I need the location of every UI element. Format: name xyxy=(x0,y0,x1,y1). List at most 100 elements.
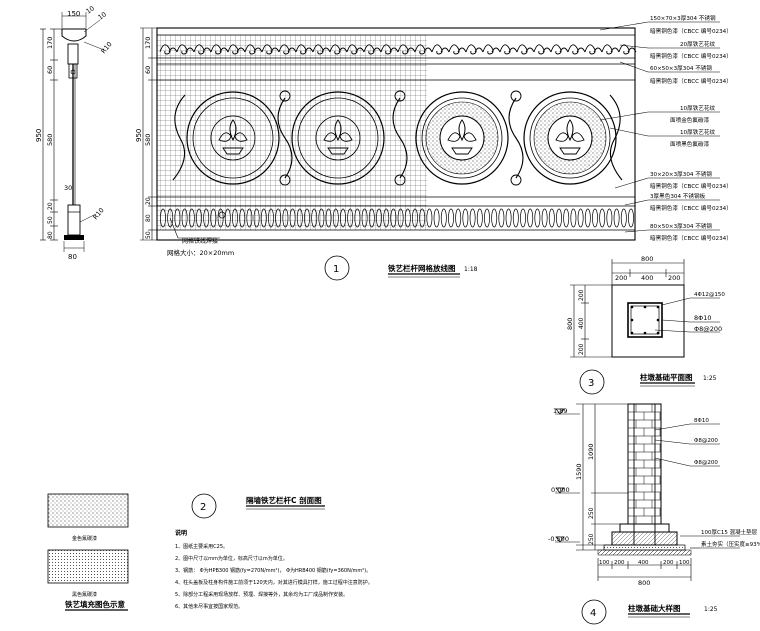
scroll-ornament xyxy=(440,47,450,53)
scroll-ornament xyxy=(576,47,586,53)
connector-curl xyxy=(510,90,522,102)
plan-number: 3 xyxy=(588,378,594,389)
baluster-oval xyxy=(469,208,476,228)
baluster-oval xyxy=(383,208,390,228)
section-number: 4 xyxy=(590,608,596,619)
medallion-ring xyxy=(192,97,274,179)
end-scroll xyxy=(609,94,623,181)
scroll-ornament xyxy=(499,44,511,55)
note-line-6: 6、其他未尽事宜按国家规范。 xyxy=(175,603,243,610)
legend-title: 铁艺填充图色示意 xyxy=(65,599,125,609)
mesh-size: 网格大小：20×20mm xyxy=(167,248,234,257)
baluster-oval xyxy=(361,208,368,228)
callout-7-color: 暗黑铜色漆（CBCC 编号0234） xyxy=(650,204,732,212)
fleur-leaf xyxy=(234,132,248,142)
scroll-ornament xyxy=(516,44,528,55)
baluster-oval xyxy=(484,208,490,228)
baluster-oval xyxy=(498,208,505,228)
sec4-bdim-400: 400 xyxy=(638,560,649,566)
scroll-ornament xyxy=(227,44,239,55)
scroll-ornament xyxy=(321,47,331,53)
base-note-2: 素土夯实（压实度≥93%） xyxy=(701,540,760,548)
scroll-ornament xyxy=(431,44,443,55)
callout-8-spec: 80×50×3厚304 不锈钢 xyxy=(650,222,712,230)
baluster-oval xyxy=(606,208,613,228)
scroll-ornament xyxy=(593,47,603,53)
fill-legend xyxy=(47,493,129,611)
sec4-bdim-100b: 100 xyxy=(679,560,690,566)
scroll-ornament xyxy=(559,47,569,53)
scroll-ornament xyxy=(567,44,579,55)
scroll-ornament xyxy=(185,47,195,53)
scroll-ornament xyxy=(304,47,314,53)
baluster-oval xyxy=(347,208,354,228)
baluster-oval xyxy=(260,208,267,228)
base-note-1: 100厚C15 混凝土垫层 xyxy=(701,528,758,536)
scroll-ornament xyxy=(448,44,460,55)
elevation-scale: 1:18 xyxy=(464,266,478,273)
baluster-oval xyxy=(167,208,174,228)
scroll-ornament xyxy=(219,47,229,53)
scroll-ornament xyxy=(159,44,171,55)
baluster-oval xyxy=(570,208,577,228)
sec4-dim-1090: 1090 xyxy=(587,443,595,460)
scroll-ornament xyxy=(423,47,433,53)
legend-label-1: 金色氟碳漆 xyxy=(72,535,97,542)
callout-4-color: 面喷金色氟碳漆 xyxy=(670,116,710,124)
baluster-oval xyxy=(174,208,181,228)
main-vdim-50: 50 xyxy=(145,231,152,239)
note-line-5: 5、除部分工程采用现场放样、预埋、焊接等外，其余均为工厂成品制作安装。 xyxy=(175,591,348,598)
main-elevation xyxy=(140,21,720,281)
callout-2-color: 暗黑铜色漆（CBCC 编号0234） xyxy=(650,52,732,60)
sec4-dim-1590: 1590 xyxy=(575,463,583,480)
scroll-ornament xyxy=(508,47,518,53)
sec-dim-10a: 10 xyxy=(85,4,96,15)
baluster-oval xyxy=(253,208,260,228)
callout-7-spec: 3厚黑色304 不锈钢板 xyxy=(650,192,706,200)
scroll-ornament xyxy=(193,44,205,55)
note-line-3: 3、钢筋： Φ为HPB300 钢筋(fy=270N/mm²)， Φ为HRB400… xyxy=(175,567,371,574)
baluster-oval xyxy=(419,208,426,228)
scroll-ornament xyxy=(202,47,212,53)
fleur-leaf xyxy=(447,132,461,142)
callout-6-color: 暗黑铜色漆（CBCC 编号0234） xyxy=(650,182,732,190)
sec4-bdim-200a: 200 xyxy=(614,560,625,566)
baluster-oval xyxy=(556,208,562,228)
baluster-oval xyxy=(462,208,469,228)
scroll-ornament xyxy=(542,47,552,53)
sec-r10-bottom: R10 xyxy=(91,206,105,221)
scroll-ornament xyxy=(278,44,290,55)
medallion-ring xyxy=(421,97,503,179)
baluster-oval xyxy=(181,208,188,228)
callout-6-spec: 30×20×3厚304 不锈钢 xyxy=(650,170,712,178)
notes-number: 2 xyxy=(200,502,206,513)
scroll-ornament xyxy=(550,44,562,55)
scroll-ornament xyxy=(355,47,365,53)
section-title: 柱墩基础大样图 xyxy=(628,603,681,613)
scroll-ornament xyxy=(491,47,501,53)
medallion-ring xyxy=(415,91,509,185)
note-line-2: 2、图中尺寸以mm为单位，标高尺寸以m为单位。 xyxy=(175,555,288,562)
sec4-rebar-3: Φ8@200 xyxy=(694,460,718,466)
note-line-4: 4、柱头盖板及柱身构件施工前须于120天内，对其进行模具打样，施工过程中注意防护… xyxy=(175,579,373,586)
sec-dim-10b: 10 xyxy=(97,10,108,21)
fleur-center xyxy=(458,119,466,142)
plan-scale: 1:25 xyxy=(703,375,717,382)
callout-3-color: 暗黑铜色漆（CBCC 编号0234） xyxy=(650,77,732,85)
main-vdim-80: 80 xyxy=(145,214,152,222)
baluster-oval xyxy=(275,208,282,228)
notes-title: 隔墙铁艺栏杆C 剖面图 xyxy=(246,495,322,505)
sec4-dim-250b: 250 xyxy=(588,533,595,545)
medallion-ring xyxy=(291,91,385,185)
baluster-oval xyxy=(239,208,246,228)
section-scale: 1:25 xyxy=(704,606,718,613)
baluster-oval xyxy=(289,208,296,228)
baluster-oval xyxy=(433,208,440,228)
fleur-center xyxy=(229,119,237,142)
fleur-leaf xyxy=(555,132,569,142)
baluster-oval xyxy=(224,208,231,228)
scroll-ornament xyxy=(236,47,246,53)
plan-title: 柱墩基础平面图 xyxy=(640,372,693,382)
plan-dim-200a: 200 xyxy=(615,274,627,282)
fleur-base xyxy=(327,147,349,155)
